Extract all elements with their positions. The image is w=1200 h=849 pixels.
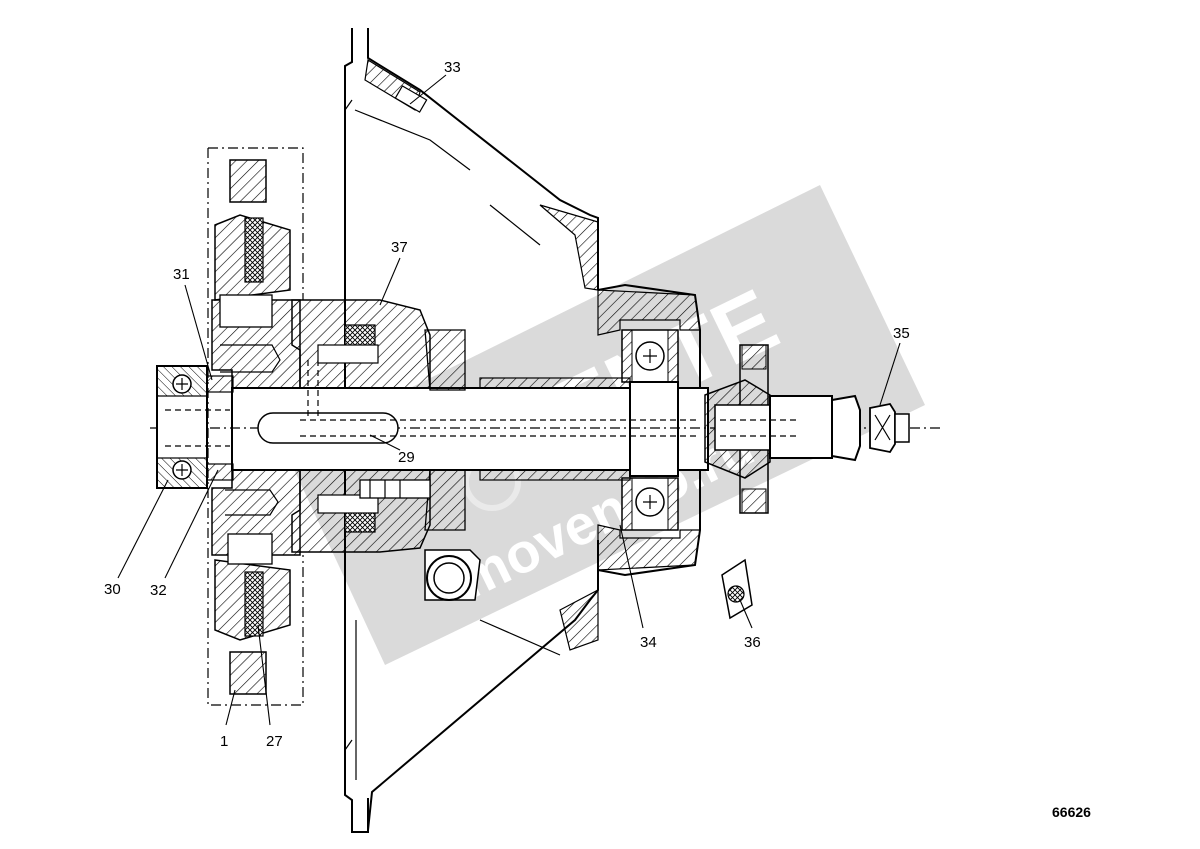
callout-31: 31: [173, 266, 190, 283]
callout-34: 34: [640, 634, 657, 651]
callouts: 33 37 31 35 29 30 32 34 36 1 27: [104, 59, 910, 750]
seal-detail: [721, 558, 753, 620]
callout-27: 27: [266, 733, 283, 750]
callout-33: 33: [444, 59, 461, 76]
drive-flange: [207, 147, 304, 706]
leader-lines: [117, 74, 901, 726]
seal-carrier: [291, 299, 481, 601]
pilot-bearing: [156, 365, 234, 489]
output-flange: [704, 344, 910, 514]
figure-number: 66626: [1052, 804, 1091, 820]
callout-37: 37: [391, 239, 408, 256]
callout-30: 30: [104, 581, 121, 598]
callout-36: 36: [744, 634, 761, 651]
bearing-housing: [597, 283, 701, 577]
bell-housing: [344, 28, 599, 833]
shaft: [150, 360, 940, 481]
callout-1: 1: [220, 733, 228, 750]
callout-35: 35: [893, 325, 910, 342]
callout-29: 29: [398, 449, 415, 466]
callout-32: 32: [150, 582, 167, 599]
